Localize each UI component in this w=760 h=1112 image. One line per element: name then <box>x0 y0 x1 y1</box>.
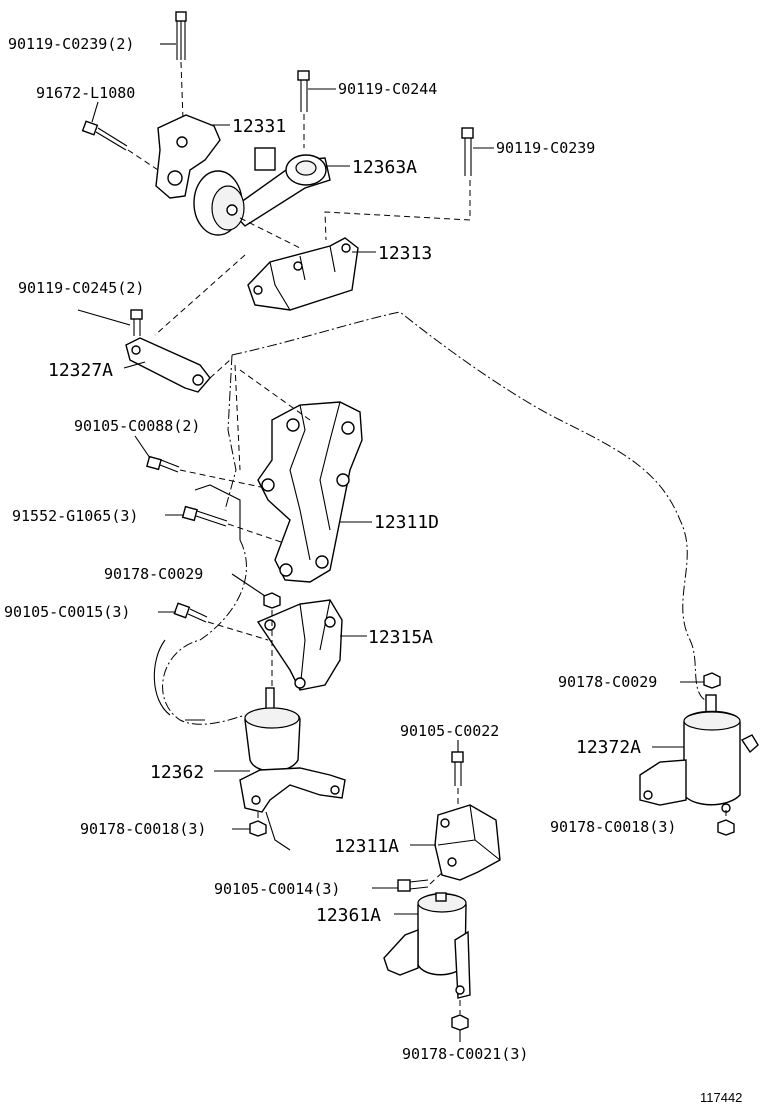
label-12311a: 12311A <box>334 836 399 857</box>
part-12363a-torque-rod[interactable] <box>193 147 331 236</box>
dash-c0015 <box>207 621 269 641</box>
part-12311a-bracket[interactable] <box>434 804 501 881</box>
label-90105-c0022: 90105-C0022 <box>400 722 499 740</box>
bolt-90105-c0015[interactable] <box>173 602 208 623</box>
nut-90178-c0021[interactable] <box>451 1014 469 1031</box>
dash-12327a <box>209 359 231 379</box>
dash-c0239-right <box>324 180 471 241</box>
label-12331: 12331 <box>232 116 286 137</box>
dash-12313-a <box>239 217 301 249</box>
label-90178-c0021-3: 90178-C0021(3) <box>402 1045 528 1063</box>
dash-bolt-top <box>180 61 184 121</box>
label-12362: 12362 <box>150 762 204 783</box>
nut-90178-c0018-right[interactable] <box>717 819 735 836</box>
part-12315a-bracket[interactable] <box>256 599 343 691</box>
bolt-90105-c0088[interactable] <box>146 455 180 473</box>
part-12362-mount[interactable] <box>239 687 346 813</box>
label-90178-c0018-3-b: 90178-C0018(3) <box>550 818 676 836</box>
engine-outline <box>231 311 706 701</box>
dash-c0014 <box>429 869 446 885</box>
dash-12313-b <box>154 254 246 336</box>
part-12311d-bracket[interactable] <box>194 401 363 583</box>
line-12362-down <box>265 811 291 851</box>
label-90105-c0088-2: 90105-C0088(2) <box>74 417 200 435</box>
dash-c0088 <box>179 469 276 491</box>
nut-90178-c0029-left[interactable] <box>263 592 281 609</box>
label-90119-c0239-2: 90119-C0239(2) <box>8 35 134 53</box>
nut-90178-c0029-right[interactable] <box>703 672 721 689</box>
label-90178-c0029-a: 90178-C0029 <box>104 565 203 583</box>
label-90178-c0029-b: 90178-C0029 <box>558 673 657 691</box>
label-12361a: 12361A <box>316 905 381 926</box>
figure-number: 117442 <box>700 1090 742 1105</box>
label-12311d: 12311D <box>374 512 439 533</box>
leader-12327a <box>123 361 146 369</box>
bolt-91672-l1080[interactable] <box>81 120 128 151</box>
part-12327a-stay[interactable] <box>125 337 211 393</box>
label-12327a: 12327A <box>48 360 113 381</box>
leader-90178-c0029-a <box>231 573 266 597</box>
nut-90178-c0018-left[interactable] <box>249 820 267 837</box>
transmission-outline <box>162 539 247 725</box>
leader-91672 <box>91 101 99 123</box>
bolt-90105-c0014[interactable] <box>397 879 429 892</box>
bolt-90119-c0239-top[interactable] <box>175 11 187 60</box>
part-12313-bracket[interactable] <box>247 237 359 311</box>
label-12313: 12313 <box>378 243 432 264</box>
label-90105-c0015-3: 90105-C0015(3) <box>4 603 130 621</box>
bolt-90119-c0245[interactable] <box>130 309 143 336</box>
engine-outline-left <box>224 354 237 511</box>
part-12372a-mount[interactable] <box>639 694 759 813</box>
transmission-outline-2 <box>153 639 205 721</box>
label-12315a: 12315A <box>368 627 433 648</box>
leader-90119-c0245 <box>77 309 131 326</box>
bolt-90105-c0022[interactable] <box>451 751 464 786</box>
bolt-90119-c0239-right[interactable] <box>461 127 474 176</box>
label-90119-c0244: 90119-C0244 <box>338 80 437 98</box>
label-90119-c0245-2: 90119-C0245(2) <box>18 279 144 297</box>
label-90105-c0014-3: 90105-C0014(3) <box>214 880 340 898</box>
label-12372a: 12372A <box>576 737 641 758</box>
label-91672-l1080: 91672-L1080 <box>36 84 135 102</box>
label-91552-g1065-3: 91552-G1065(3) <box>12 507 138 525</box>
bolt-90119-c0244[interactable] <box>297 70 310 112</box>
dash-12311d <box>234 364 311 471</box>
label-12363a: 12363A <box>352 157 417 178</box>
label-90178-c0018-3-a: 90178-C0018(3) <box>80 820 206 838</box>
label-90119-c0239: 90119-C0239 <box>496 139 595 157</box>
leader-90105-c0088 <box>134 435 151 459</box>
part-12331-bracket[interactable] <box>155 114 221 199</box>
bolt-91552-g1065[interactable] <box>181 505 228 527</box>
dash-g1065 <box>227 523 291 546</box>
part-12361a-mount[interactable] <box>383 892 471 999</box>
